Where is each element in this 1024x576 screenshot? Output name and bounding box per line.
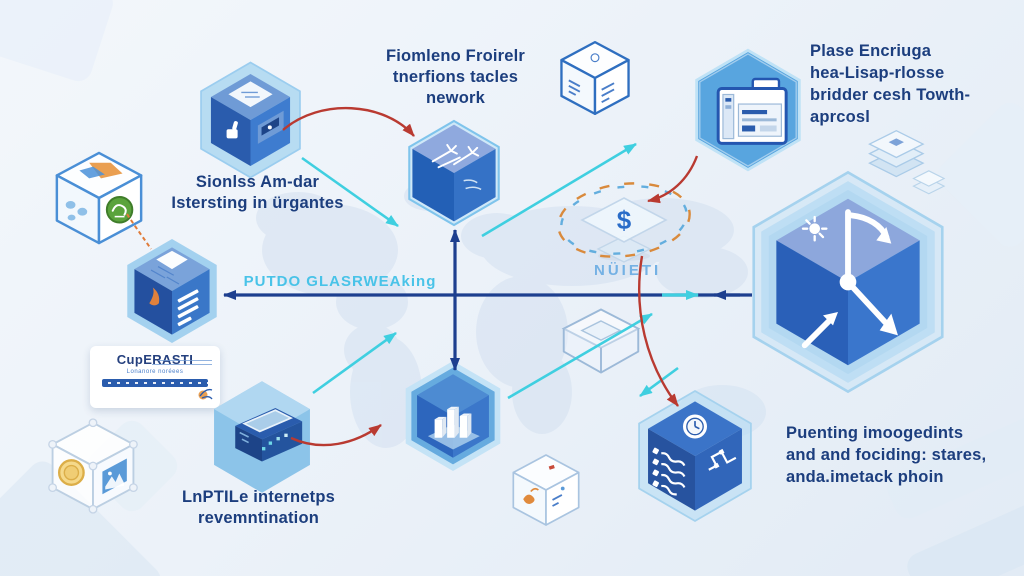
label-line: revemntination bbox=[197, 509, 320, 527]
label-line: and and fociding: stares, bbox=[786, 446, 987, 464]
label-bottom-left: LnPTILe internetps revemntination bbox=[136, 487, 381, 529]
label-line: tnerfions tacles bbox=[392, 68, 519, 86]
axis-left-label: PUTDO GLASRWEAking bbox=[243, 273, 437, 290]
hex-windturbine-icon bbox=[408, 119, 500, 227]
axis-right-label: NÜIETI bbox=[594, 262, 662, 279]
hex-folder-icon bbox=[695, 48, 801, 172]
label-bottom-right: Puenting imoogedints and and fociding: s… bbox=[786, 422, 1016, 488]
hex-document-icon bbox=[127, 239, 217, 343]
orbit-dollar-icon: $ bbox=[557, 182, 691, 263]
wireframe-box-icon bbox=[561, 308, 641, 374]
card-strike-line bbox=[152, 364, 213, 366]
label-line: Plase Encriuga bbox=[810, 42, 932, 60]
label-line: Fiomleno Froirelr bbox=[385, 47, 526, 65]
cuperasti-card: CupERASTI Lonanore noréees bbox=[90, 346, 220, 408]
card-banner bbox=[101, 379, 209, 387]
card-subtitle: Lonanore noréees bbox=[126, 369, 184, 375]
label-line: Sionlss Am-dar bbox=[195, 173, 320, 191]
label-top-center: Fiomleno Froirelr tnerfions tacles newor… bbox=[333, 46, 578, 109]
hex-thumbsup-printer-icon bbox=[200, 61, 301, 179]
stacked-layers-icon bbox=[868, 129, 946, 195]
label-line: Puenting imoogedints bbox=[786, 424, 964, 442]
hex-laptop-icon bbox=[214, 381, 310, 493]
cube-files-icon bbox=[560, 40, 630, 116]
label-line: bridder cesh Towth- bbox=[810, 86, 971, 104]
hex-circuit-clock-icon bbox=[638, 389, 752, 523]
card-bird-art-icon bbox=[198, 388, 213, 400]
label-upper-left: Sionlss Am-dar Istersting in ürgantes bbox=[145, 172, 370, 214]
label-line: Istersting in ürgantes bbox=[171, 194, 344, 212]
hex-barchart-icon bbox=[405, 361, 501, 471]
card-title: CupERASTI bbox=[116, 352, 194, 367]
label-line: hea-Lisap-rlosse bbox=[810, 64, 945, 82]
label-line: aprcosl bbox=[810, 108, 871, 126]
label-top-right: Plase Encriuga hea-Lisap-rlosse bridder … bbox=[810, 40, 1020, 128]
card-strike-line bbox=[157, 360, 213, 362]
dollar-symbol: $ bbox=[617, 205, 632, 235]
cube-approval-icon bbox=[55, 151, 143, 245]
hex-network-cube-icon bbox=[752, 170, 944, 394]
cube-coin-icon bbox=[48, 418, 138, 514]
label-line: nework bbox=[426, 89, 485, 107]
label-line: anda.imetack phoin bbox=[786, 468, 944, 486]
label-line: LnPTILe internetps bbox=[181, 488, 336, 506]
cube-markers-icon bbox=[512, 454, 580, 526]
